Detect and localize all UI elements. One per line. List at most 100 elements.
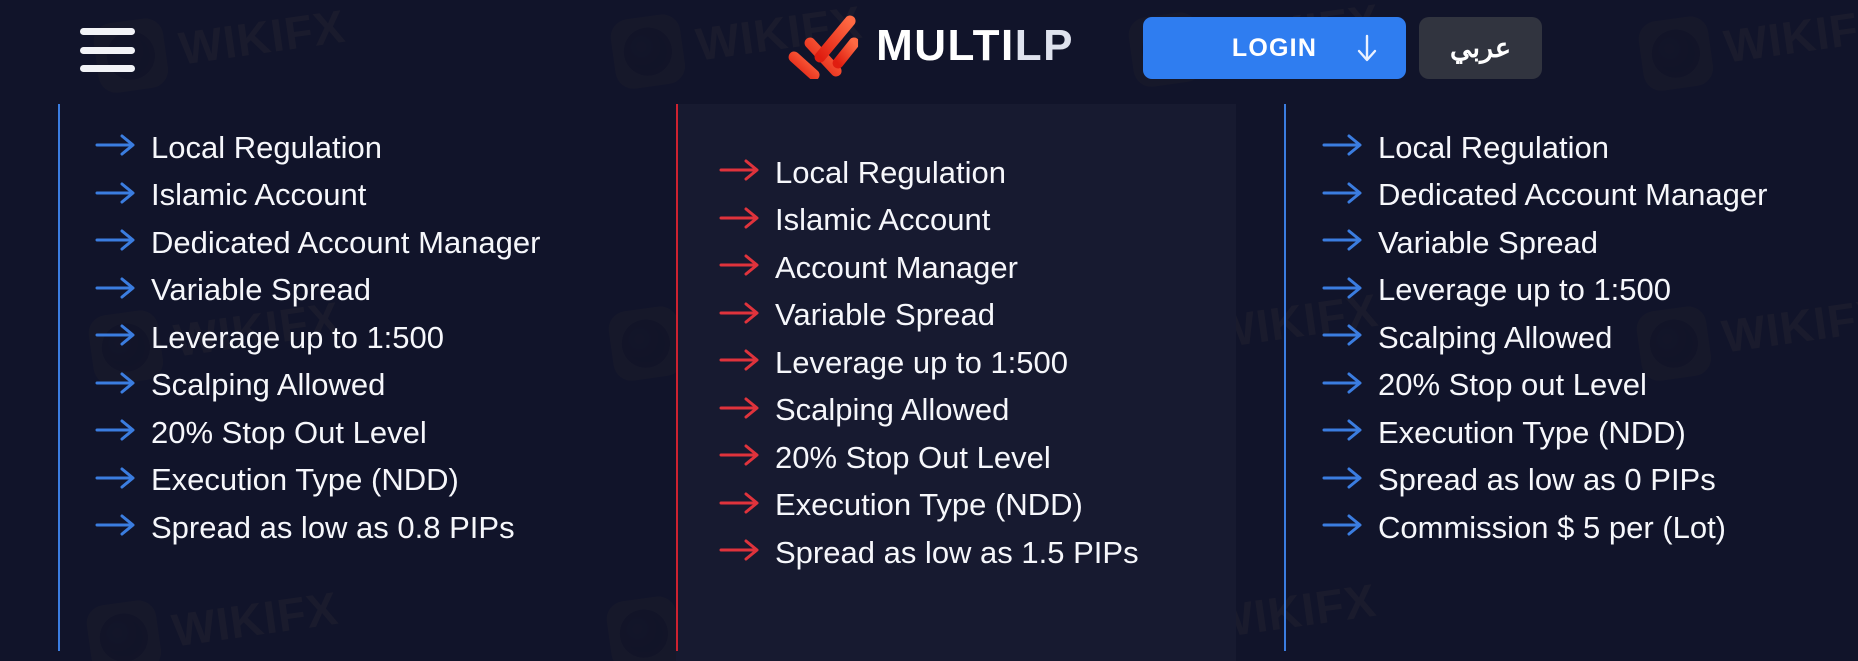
- list-item-label: Scalping Allowed: [151, 367, 386, 403]
- arrow-right-icon: [719, 492, 761, 519]
- list-item-label: 20% Stop Out Level: [151, 414, 427, 450]
- hamburger-menu-icon[interactable]: [80, 28, 135, 72]
- list-item[interactable]: Local Regulation: [719, 149, 1236, 197]
- list-item-label: Islamic Account: [775, 202, 991, 238]
- list-item[interactable]: Leverage up to 1:500: [95, 314, 628, 362]
- list-item[interactable]: 20% Stop Out Level: [719, 434, 1236, 482]
- list-item[interactable]: Commission $ 5 per (Lot): [1322, 504, 1858, 552]
- column-accent-rule: [676, 104, 678, 651]
- list-item[interactable]: Execution Type (NDD): [95, 457, 628, 505]
- list-item-label: Local Regulation: [1378, 129, 1609, 165]
- list-item-label: Leverage up to 1:500: [1378, 272, 1672, 308]
- list-item[interactable]: Variable Spread: [719, 292, 1236, 340]
- list-item[interactable]: Dedicated Account Manager: [95, 219, 628, 267]
- login-button[interactable]: LOGIN: [1143, 17, 1406, 79]
- language-toggle-button[interactable]: عربي: [1419, 17, 1542, 79]
- feature-column-3: Local Regulation Dedicated Account Manag…: [1284, 104, 1858, 661]
- list-item-label: Spread as low as 0.8 PIPs: [151, 509, 515, 545]
- list-item-label: Variable Spread: [1378, 224, 1599, 260]
- feature-columns: Local Regulation Islamic Account Dedicat…: [0, 104, 1858, 661]
- arrow-right-icon: [719, 539, 761, 566]
- list-item-label: Scalping Allowed: [1378, 319, 1613, 355]
- list-item[interactable]: Islamic Account: [95, 172, 628, 220]
- list-item-label: Account Manager: [775, 249, 1018, 285]
- feature-list: Local Regulation Dedicated Account Manag…: [1284, 104, 1858, 552]
- arrow-right-icon: [1322, 419, 1364, 446]
- arrow-right-icon: [95, 277, 137, 304]
- column-accent-rule: [1284, 104, 1286, 651]
- arrow-right-icon: [719, 397, 761, 424]
- list-item-label: Scalping Allowed: [775, 392, 1010, 428]
- list-item-label: 20% Stop out Level: [1378, 367, 1647, 403]
- list-item-label: Commission $ 5 per (Lot): [1378, 509, 1727, 545]
- arrow-right-icon: [719, 444, 761, 471]
- arrow-right-icon: [95, 467, 137, 494]
- arrow-right-icon: [95, 514, 137, 541]
- hamburger-bar: [80, 28, 135, 35]
- arrow-right-icon: [1322, 514, 1364, 541]
- hamburger-bar: [80, 65, 135, 72]
- arrow-right-icon: [95, 324, 137, 351]
- list-item[interactable]: Variable Spread: [1322, 219, 1858, 267]
- list-item[interactable]: Spread as low as 0 PIPs: [1322, 457, 1858, 505]
- arrow-right-icon: [719, 302, 761, 329]
- arrow-right-icon: [1322, 134, 1364, 161]
- list-item-label: Dedicated Account Manager: [151, 224, 541, 260]
- feature-list: Local Regulation Islamic Account Dedicat…: [58, 104, 628, 552]
- list-item-label: Local Regulation: [151, 129, 382, 165]
- list-item[interactable]: 20% Stop out Level: [1322, 362, 1858, 410]
- list-item[interactable]: Execution Type (NDD): [1322, 409, 1858, 457]
- arrow-right-icon: [719, 349, 761, 376]
- list-item-label: Leverage up to 1:500: [151, 319, 445, 355]
- list-item[interactable]: Variable Spread: [95, 267, 628, 315]
- list-item[interactable]: Local Regulation: [1322, 124, 1858, 172]
- arrow-down-icon: [1356, 33, 1378, 63]
- list-item-label: Execution Type (NDD): [775, 487, 1083, 523]
- list-item[interactable]: Scalping Allowed: [719, 387, 1236, 435]
- list-item-label: 20% Stop Out Level: [775, 439, 1051, 475]
- arrow-right-icon: [1322, 372, 1364, 399]
- list-item[interactable]: Execution Type (NDD): [719, 482, 1236, 530]
- arrow-right-icon: [95, 229, 137, 256]
- arrow-right-icon: [1322, 182, 1364, 209]
- brand-name-strong: MULTI: [876, 21, 1015, 70]
- arrow-right-icon: [95, 182, 137, 209]
- list-item-label: Local Regulation: [775, 154, 1006, 190]
- brand-name-light: LP: [1014, 21, 1074, 70]
- feature-column-1: Local Regulation Islamic Account Dedicat…: [58, 104, 628, 661]
- arrow-right-icon: [95, 419, 137, 446]
- list-item[interactable]: Scalping Allowed: [1322, 314, 1858, 362]
- site-header: MULTILP LOGIN عربي: [0, 0, 1858, 100]
- list-item[interactable]: Scalping Allowed: [95, 362, 628, 410]
- list-item[interactable]: Leverage up to 1:500: [1322, 267, 1858, 315]
- list-item-label: Variable Spread: [775, 297, 996, 333]
- list-item-label: Spread as low as 0 PIPs: [1378, 462, 1716, 498]
- list-item-label: Leverage up to 1:500: [775, 344, 1069, 380]
- arrow-right-icon: [1322, 229, 1364, 256]
- hamburger-bar: [80, 46, 135, 54]
- list-item[interactable]: Account Manager: [719, 244, 1236, 292]
- list-item[interactable]: Islamic Account: [719, 197, 1236, 245]
- multilp-chevron-logo-icon: [784, 13, 860, 81]
- column-accent-rule: [58, 104, 60, 651]
- brand-logo[interactable]: MULTILP: [784, 13, 1074, 81]
- list-item[interactable]: Spread as low as 0.8 PIPs: [95, 504, 628, 552]
- list-item[interactable]: 20% Stop Out Level: [95, 409, 628, 457]
- arrow-right-icon: [95, 372, 137, 399]
- list-item[interactable]: Dedicated Account Manager: [1322, 172, 1858, 220]
- list-item-label: Execution Type (NDD): [1378, 414, 1686, 450]
- arrow-right-icon: [719, 159, 761, 186]
- arrow-right-icon: [95, 134, 137, 161]
- feature-column-2: Local Regulation Islamic Account Account…: [676, 104, 1236, 661]
- list-item[interactable]: Leverage up to 1:500: [719, 339, 1236, 387]
- list-item-label: Spread as low as 1.5 PIPs: [775, 534, 1139, 570]
- list-item[interactable]: Spread as low as 1.5 PIPs: [719, 529, 1236, 577]
- list-item-label: Execution Type (NDD): [151, 462, 459, 498]
- arrow-right-icon: [719, 207, 761, 234]
- list-item-label: Variable Spread: [151, 272, 372, 308]
- language-toggle-label: عربي: [1449, 32, 1512, 63]
- list-item[interactable]: Local Regulation: [95, 124, 628, 172]
- list-item-label: Dedicated Account Manager: [1378, 177, 1768, 213]
- feature-list: Local Regulation Islamic Account Account…: [676, 104, 1236, 577]
